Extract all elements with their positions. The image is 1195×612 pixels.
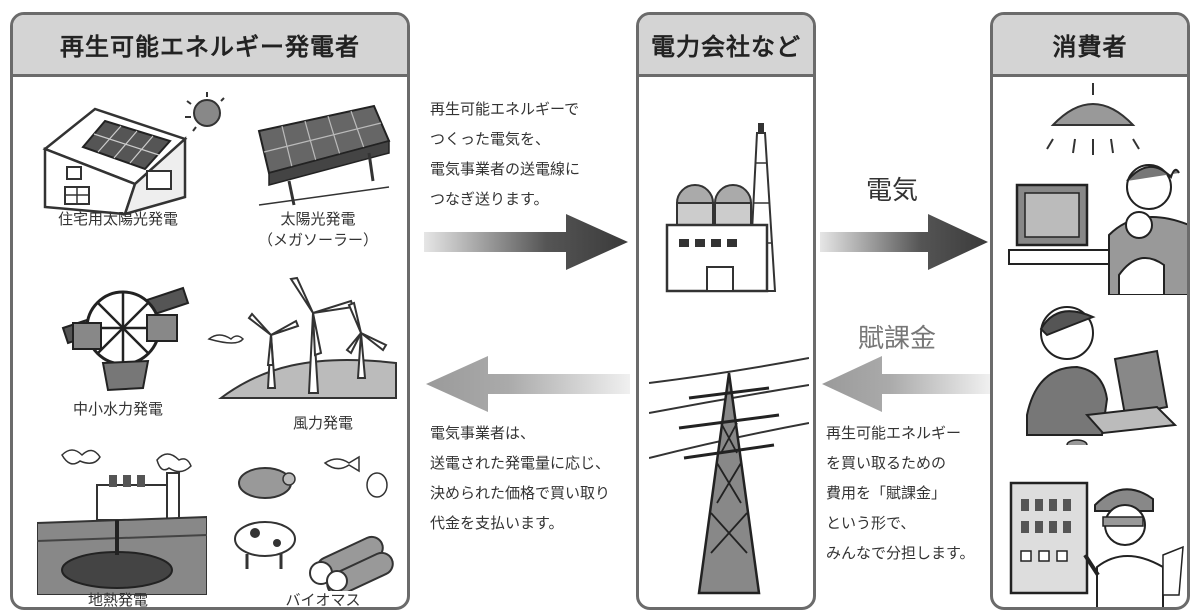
consumers-title: 消費者 — [993, 15, 1187, 77]
waterwheel-icon — [61, 286, 190, 392]
producer-label-residential-solar: 住宅用太陽光発電 — [57, 210, 178, 228]
geothermal-plant-icon — [37, 449, 207, 595]
description-line: つくった電気を、 — [430, 130, 551, 148]
description-line: 電気事業者は、 — [430, 424, 536, 442]
levy-label: 賦課金 — [858, 324, 937, 354]
purchase-payment-description: 電気事業者は、 送電された発電量に応じ、 決められた価格で買い取り 代金を支払い… — [430, 418, 610, 538]
description-line: を買い取るための — [826, 454, 947, 472]
levy-to-utility-arrow — [822, 356, 990, 412]
family-tv-icon — [1008, 164, 1187, 295]
description-line: 費用を「賦課金」 — [826, 484, 947, 502]
payment-to-producers-arrow — [426, 356, 630, 412]
grid-transmission-description: 再生可能エネルギーで つくった電気を、 電気事業者の送電線に つなぎ送ります。 — [430, 94, 580, 214]
levy-description: 再生可能エネルギー を買い取るための 費用を「賦課金」 という形で、 みんなで分… — [826, 418, 975, 568]
electricity-to-consumers-arrow — [820, 214, 988, 270]
description-line: 決められた価格で買い取り — [430, 484, 611, 502]
description-line: 電気事業者の送電線に — [430, 160, 581, 178]
description-line: つなぎ送ります。 — [430, 190, 549, 208]
producers-panel: 再生可能エネルギー発電者 住宅用太陽光発電 — [10, 12, 410, 610]
ceiling-lamp-icon — [1046, 83, 1140, 155]
transmission-tower-icon — [649, 357, 809, 595]
wind-turbine-icon — [207, 276, 397, 399]
biomass-icon — [234, 455, 394, 591]
description-line: 再生可能エネルギー — [826, 424, 962, 442]
producer-label-wind: 風力発電 — [292, 414, 353, 432]
description-line: 代金を支払います。 — [430, 514, 564, 532]
producers-title: 再生可能エネルギー発電者 — [13, 15, 407, 77]
utility-title: 電力会社など — [639, 15, 813, 77]
house-solar-icon — [42, 92, 225, 216]
description-line: という形で、 — [826, 514, 916, 532]
producer-label-biomass: バイオマス — [285, 591, 361, 609]
electricity-to-utility-arrow — [424, 214, 628, 270]
solar-panel-icon — [257, 104, 391, 206]
consumers-panel: 消費者 — [990, 12, 1190, 610]
computer-user-icon — [1026, 306, 1178, 445]
utility-panel: 電力会社など — [636, 12, 816, 610]
description-line: みんなで分担します。 — [826, 544, 975, 562]
producer-label-mega-solar: 太陽光発電 （メガソーラー） — [257, 210, 378, 249]
electricity-label: 電気 — [866, 176, 919, 206]
producer-label-small-hydro: 中小水力発電 — [72, 400, 163, 418]
description-line: 送電された発電量に応じ、 — [430, 454, 611, 472]
factory-worker-icon — [1009, 481, 1184, 607]
description-line: 再生可能エネルギーで — [430, 100, 580, 118]
power-plant-icon — [665, 123, 777, 293]
producer-label-geothermal: 地熱発電 — [87, 591, 148, 609]
